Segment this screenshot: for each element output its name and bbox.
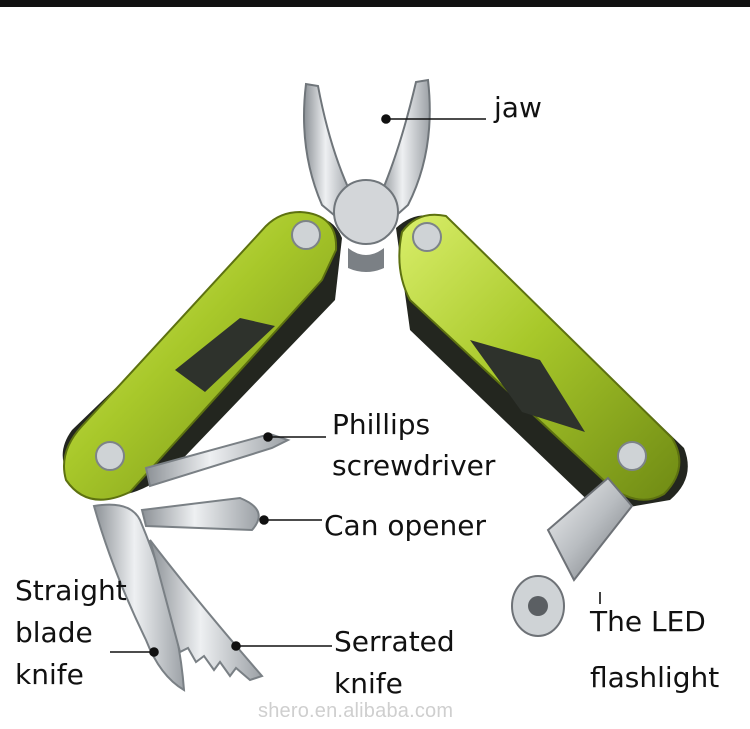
label-straight-line3: knife (15, 658, 84, 691)
label-led-line2: flashlight (590, 661, 720, 694)
phillips-screwdriver-illustration (144, 432, 291, 488)
can-opener-illustration (140, 496, 260, 532)
jaw-illustration (303, 78, 431, 272)
callout-lines (110, 114, 601, 657)
label-jaw: jaw (494, 91, 542, 124)
label-led-line1: The LED (590, 605, 706, 638)
left-handle-illustration (62, 210, 342, 501)
label-serrated-line2: knife (334, 667, 403, 700)
led-flashlight-illustration (511, 476, 634, 637)
top-border-bar (0, 0, 750, 7)
label-phillips-line2: screwdriver (332, 449, 496, 482)
straight-blade-knife-illustration (92, 503, 186, 692)
label-phillips-line1: Phillips (332, 408, 431, 441)
right-handle-illustration (396, 213, 688, 512)
label-straight-line2: blade (15, 616, 93, 649)
label-can-opener: Can opener (324, 509, 486, 542)
label-straight-line1: Straight (15, 574, 127, 607)
label-serrated-line1: Serrated (334, 625, 455, 658)
watermark-text: shero.en.alibaba.com (258, 700, 454, 722)
